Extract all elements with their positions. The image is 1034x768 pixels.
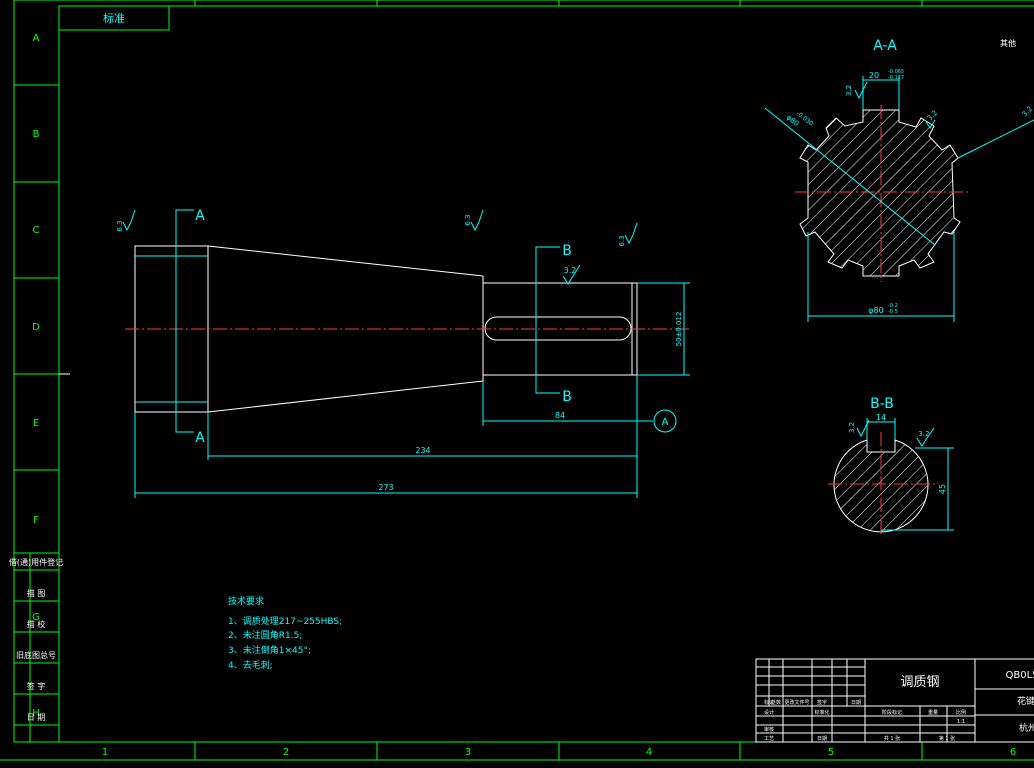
svg-text:A: A (33, 33, 40, 44)
svg-text:1:1: 1:1 (957, 719, 965, 725)
svg-text:B: B (33, 129, 40, 140)
svg-text:G: G (32, 612, 40, 623)
svg-text:标准: 标准 (103, 11, 125, 25)
svg-text:6.3: 6.3 (116, 220, 124, 231)
cut-label-a-top: A (195, 208, 205, 224)
svg-text:标准化: 标准化 (814, 709, 829, 716)
svg-text:6: 6 (1010, 747, 1016, 758)
svg-text:审核: 审核 (764, 726, 774, 733)
svg-text:-0.065: -0.065 (888, 69, 904, 75)
datum-a: A (662, 417, 669, 428)
svg-text:3.2: 3.2 (1021, 105, 1034, 119)
svg-text:共 1 张: 共 1 张 (884, 735, 900, 742)
svg-text:C: C (33, 225, 40, 236)
company: 杭州 (1019, 722, 1034, 734)
svg-text:6.3: 6.3 (464, 214, 472, 225)
dim-234: 234 (415, 446, 430, 455)
svg-text:更改文件号: 更改文件号 (784, 699, 809, 706)
dim-50: 50±0.012 (675, 312, 683, 347)
part-name: 花键 (1017, 695, 1034, 707)
svg-text:3.2: 3.2 (845, 85, 853, 96)
svg-text:处数: 处数 (771, 699, 781, 706)
note-item: 1、调质处理217~255HBS; (228, 615, 342, 627)
svg-text:借(通)用件登记: 借(通)用件登记 (9, 557, 63, 567)
note-item: 2、未注圆角R1.5; (228, 629, 302, 641)
svg-text:2: 2 (283, 747, 289, 758)
svg-text:第 1 张: 第 1 张 (939, 735, 955, 742)
svg-text:F: F (33, 515, 39, 526)
section-cut-markers: A A B B (175, 208, 572, 446)
main-dimensions: 273 234 84 A 50±0.012 6.3 6.3 6.3 3.2 (116, 209, 690, 498)
svg-text:φ80: φ80 (868, 306, 883, 315)
cut-label-b-top: B (562, 243, 572, 259)
svg-text:3.2: 3.2 (918, 430, 929, 438)
svg-text:比例: 比例 (956, 709, 966, 716)
svg-text:3: 3 (465, 747, 471, 758)
section-aa: A-A 其他 φ80 -0.030 20 -0.065 -0.117 3.2 3… (764, 38, 1034, 322)
cut-label-b-bottom: B (562, 389, 572, 405)
shaft-main-view (125, 245, 690, 413)
svg-text:描 校: 描 校 (27, 619, 46, 629)
dim-84: 84 (555, 411, 565, 420)
svg-text:1: 1 (102, 747, 108, 758)
note-item: 4、去毛刺; (228, 659, 273, 671)
svg-text:3.2: 3.2 (848, 422, 856, 433)
svg-text:工艺: 工艺 (764, 736, 774, 742)
title-block: 调质钢 QB0L5 花键 杭州 标记 处数 更改文件号 签字 日期 设计 标准化… (755, 658, 1034, 743)
svg-text:日 期: 日 期 (27, 713, 46, 722)
svg-text:标记: 标记 (764, 699, 774, 706)
drawing-number: QB0L5 (1005, 670, 1034, 681)
material: 调质钢 (900, 675, 939, 690)
section-bb: B-B 14 45 3.2 3.2 (828, 396, 954, 535)
cut-label-a-bottom: A (195, 430, 205, 446)
zone-labels: 1 2 3 4 5 6 A B C D E F G H 标准 借(通)用件登记 … (9, 11, 1016, 758)
svg-text:日期: 日期 (851, 700, 861, 706)
svg-text:日期: 日期 (817, 736, 827, 742)
svg-text:45: 45 (938, 484, 947, 494)
svg-text:-0.117: -0.117 (888, 75, 904, 81)
svg-text:3.2: 3.2 (926, 109, 940, 123)
svg-text:20: 20 (869, 71, 879, 80)
svg-text:旧底图总号: 旧底图总号 (16, 650, 56, 660)
svg-text:3.2: 3.2 (564, 266, 577, 275)
svg-text:5: 5 (828, 747, 834, 758)
svg-text:阶段标记: 阶段标记 (882, 709, 902, 716)
svg-text:14: 14 (876, 413, 886, 422)
svg-text:6.3: 6.3 (618, 235, 626, 246)
svg-text:H: H (32, 708, 40, 719)
svg-text:签字: 签字 (817, 699, 827, 706)
svg-text:签 字: 签 字 (27, 681, 46, 691)
svg-text:其他: 其他 (1000, 38, 1016, 48)
section-aa-title: A-A (873, 38, 897, 54)
svg-text:D: D (32, 322, 40, 333)
note-item: 3、未注倒角1×45°; (228, 644, 311, 656)
svg-text:描 图: 描 图 (27, 588, 46, 598)
svg-text:4: 4 (646, 747, 652, 758)
section-bb-title: B-B (870, 396, 894, 412)
svg-text:E: E (33, 418, 39, 429)
dim-273: 273 (378, 483, 393, 492)
svg-text:-0.5: -0.5 (888, 309, 898, 315)
svg-text:设计: 设计 (764, 709, 774, 716)
notes-title: 技术要求 (228, 595, 264, 607)
svg-text:-0.2: -0.2 (888, 303, 898, 309)
svg-text:重量: 重量 (928, 709, 938, 716)
technical-notes: 技术要求 1、调质处理217~255HBS; 2、未注圆角R1.5; 3、未注倒… (228, 595, 342, 671)
